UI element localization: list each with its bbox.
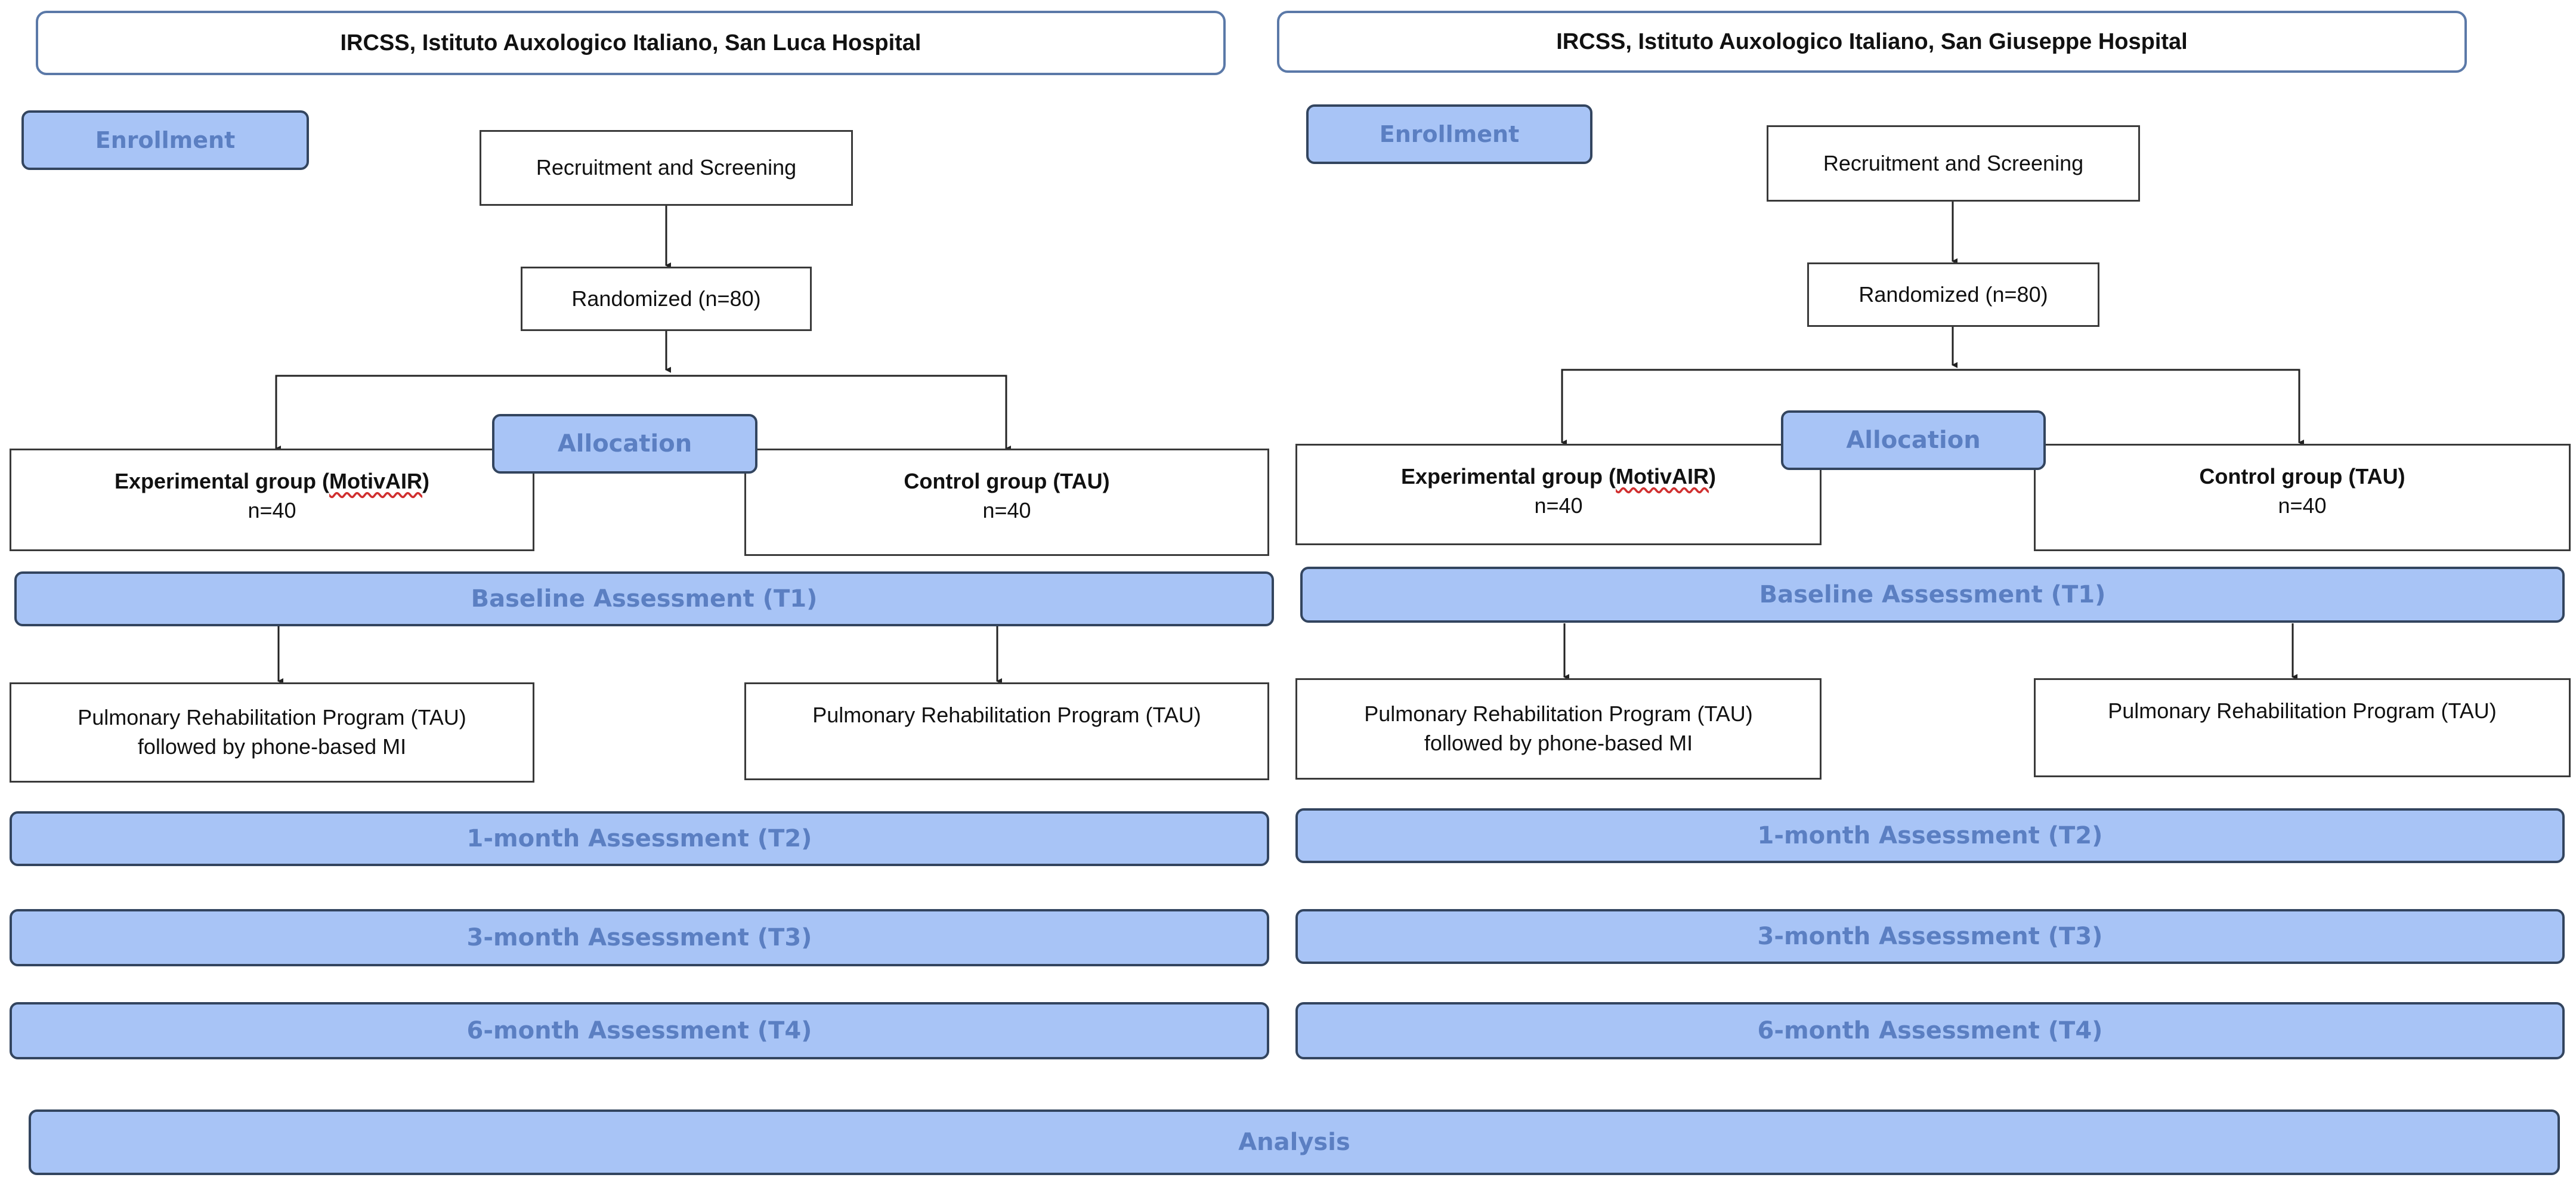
prp-experimental-box-right: Pulmonary Rehabilitation Program (TAU) f… (1295, 678, 1822, 780)
allocation-label-right: Allocation (1781, 410, 2046, 470)
control-group-box-left: Control group (TAU) n=40 (744, 449, 1269, 556)
experimental-group-title-right: Experimental group (MotivAIR) (1400, 464, 1717, 489)
experimental-group-box-left: Experimental group (MotivAIR) n=40 (10, 449, 534, 551)
experimental-group-box-right: Experimental group (MotivAIR) n=40 (1295, 444, 1822, 545)
control-group-box-right: Control group (TAU) n=40 (2034, 444, 2571, 551)
hospital-name-right: IRCSS, Istituto Auxologico Italiano, San… (1556, 29, 2188, 54)
randomized-box-right: Randomized (n=80) (1807, 262, 2099, 327)
randomized-box-left: Randomized (n=80) (521, 267, 812, 331)
t2-assessment-band-left: 1-month Assessment (T2) (10, 811, 1269, 866)
control-group-title-left: Control group (TAU) (904, 469, 1110, 493)
t3-assessment-band-right: 3-month Assessment (T3) (1295, 909, 2565, 964)
analysis-band: Analysis (29, 1109, 2560, 1175)
recruitment-box-left: Recruitment and Screening (480, 130, 853, 206)
allocation-label-left: Allocation (492, 414, 757, 474)
prp-control-box-left: Pulmonary Rehabilitation Program (TAU) (744, 682, 1269, 780)
recruitment-box-right: Recruitment and Screening (1767, 125, 2140, 202)
hospital-header-left: IRCSS, Istituto Auxologico Italiano, San… (36, 11, 1226, 75)
enrollment-label-right: Enrollment (1306, 104, 1592, 164)
enrollment-label-left: Enrollment (21, 110, 309, 170)
t4-assessment-band-left: 6-month Assessment (T4) (10, 1002, 1269, 1059)
control-n-right: n=40 (2278, 493, 2327, 518)
prp-experimental-box-left: Pulmonary Rehabilitation Program (TAU) f… (10, 682, 534, 783)
t3-assessment-band-left: 3-month Assessment (T3) (10, 909, 1269, 966)
baseline-assessment-band-left: Baseline Assessment (T1) (14, 571, 1274, 626)
prp-control-box-right: Pulmonary Rehabilitation Program (TAU) (2034, 678, 2571, 777)
experimental-group-title-left: Experimental group (MotivAIR) (114, 469, 430, 493)
control-group-title-right: Control group (TAU) (2199, 464, 2405, 489)
baseline-assessment-band-right: Baseline Assessment (T1) (1300, 567, 2565, 623)
hospital-header-right: IRCSS, Istituto Auxologico Italiano, San… (1277, 11, 2467, 73)
hospital-name-left: IRCSS, Istituto Auxologico Italiano, San… (340, 30, 921, 55)
t4-assessment-band-right: 6-month Assessment (T4) (1295, 1002, 2565, 1059)
experimental-n-left: n=40 (248, 497, 296, 523)
experimental-n-right: n=40 (1534, 493, 1583, 518)
control-n-left: n=40 (982, 497, 1031, 523)
t2-assessment-band-right: 1-month Assessment (T2) (1295, 808, 2565, 863)
